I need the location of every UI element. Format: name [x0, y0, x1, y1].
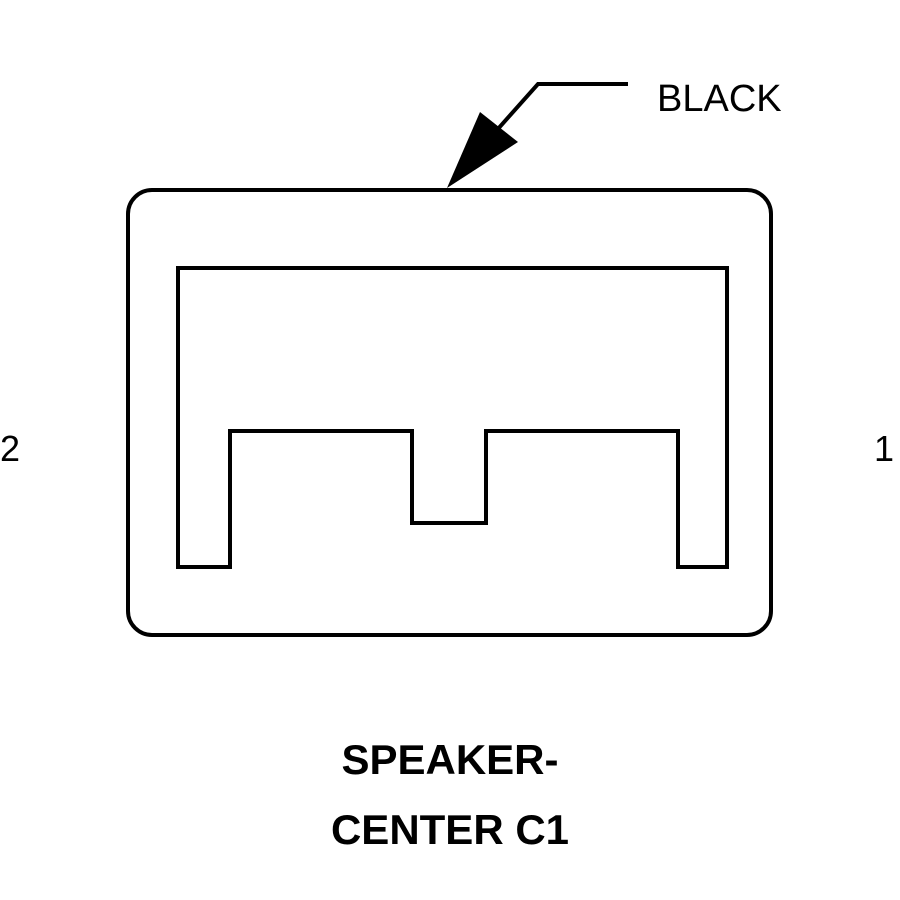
connector-color-label: BLACK — [657, 78, 782, 120]
connector-housing — [126, 188, 773, 637]
connector-title-line2: CENTER C1 — [330, 806, 570, 853]
color-leader-line — [495, 82, 628, 132]
connector-title-line1: SPEAKER- — [341, 736, 559, 783]
pin-2-label: 2 — [0, 428, 21, 469]
color-arrowhead — [447, 112, 518, 188]
pin-1-label: 1 — [874, 428, 895, 469]
connector-cavity — [176, 266, 729, 569]
